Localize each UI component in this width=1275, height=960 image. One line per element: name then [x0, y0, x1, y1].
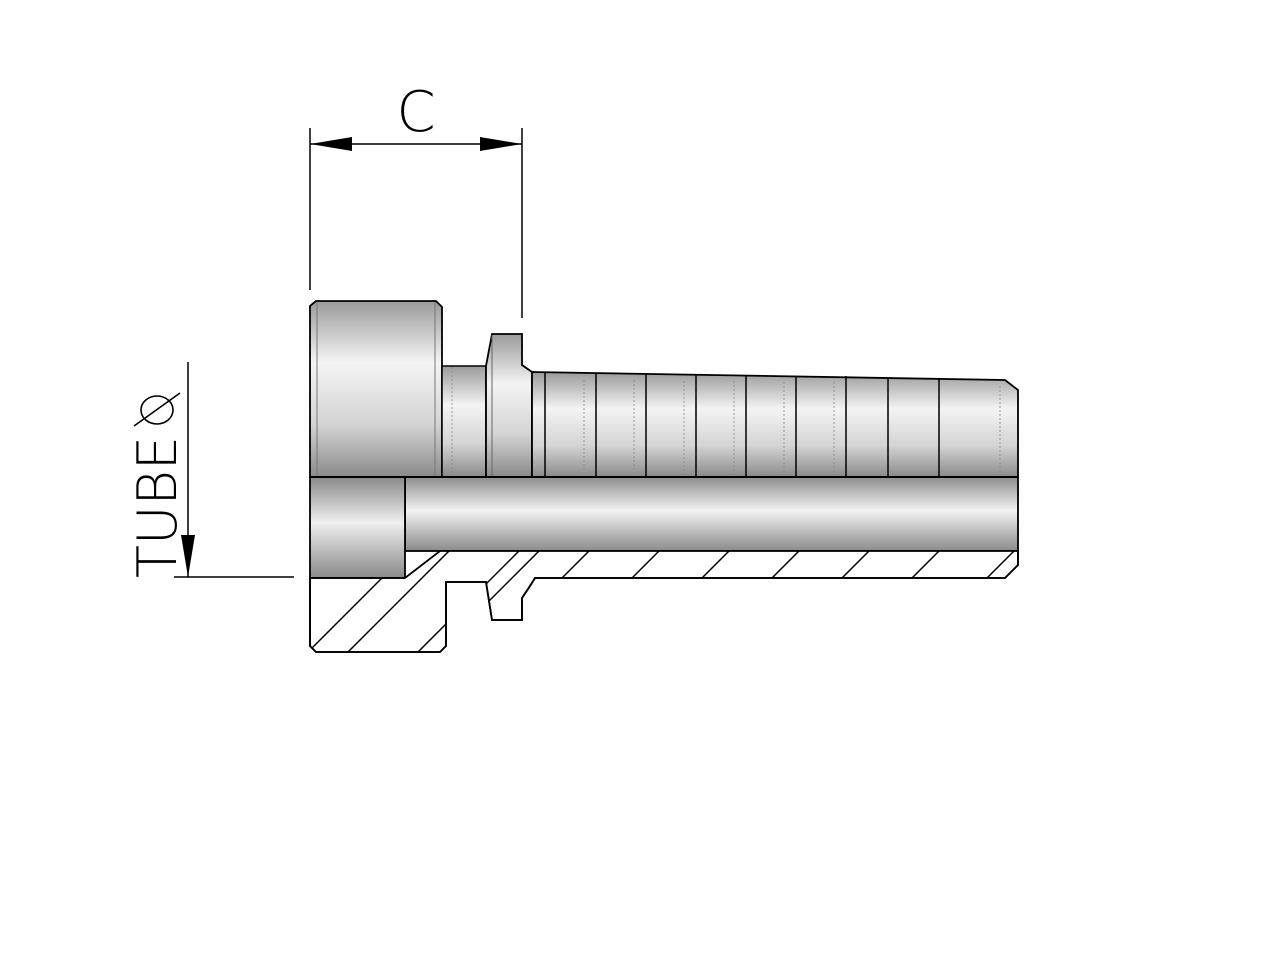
fitting-head [309, 300, 443, 478]
dimension-c-label: C [396, 80, 435, 145]
barb-lines [544, 373, 940, 477]
arrowhead-left [310, 137, 352, 151]
fitting-section [309, 550, 1019, 653]
fitting-barbed-shank [531, 371, 1019, 478]
fitting-body [309, 300, 1019, 579]
fitting-socket [309, 476, 406, 579]
dimension-c: C [309, 80, 523, 318]
dimension-tube-diameter: TUBE [126, 362, 294, 578]
arrowhead-right [480, 137, 522, 151]
diameter-symbol-icon [133, 392, 181, 427]
fitting-neck [441, 365, 487, 478]
fitting-bore [404, 476, 1019, 552]
fitting-collar [485, 333, 533, 478]
tube-label: TUBE [126, 436, 189, 578]
tube-arrowhead [181, 535, 195, 577]
